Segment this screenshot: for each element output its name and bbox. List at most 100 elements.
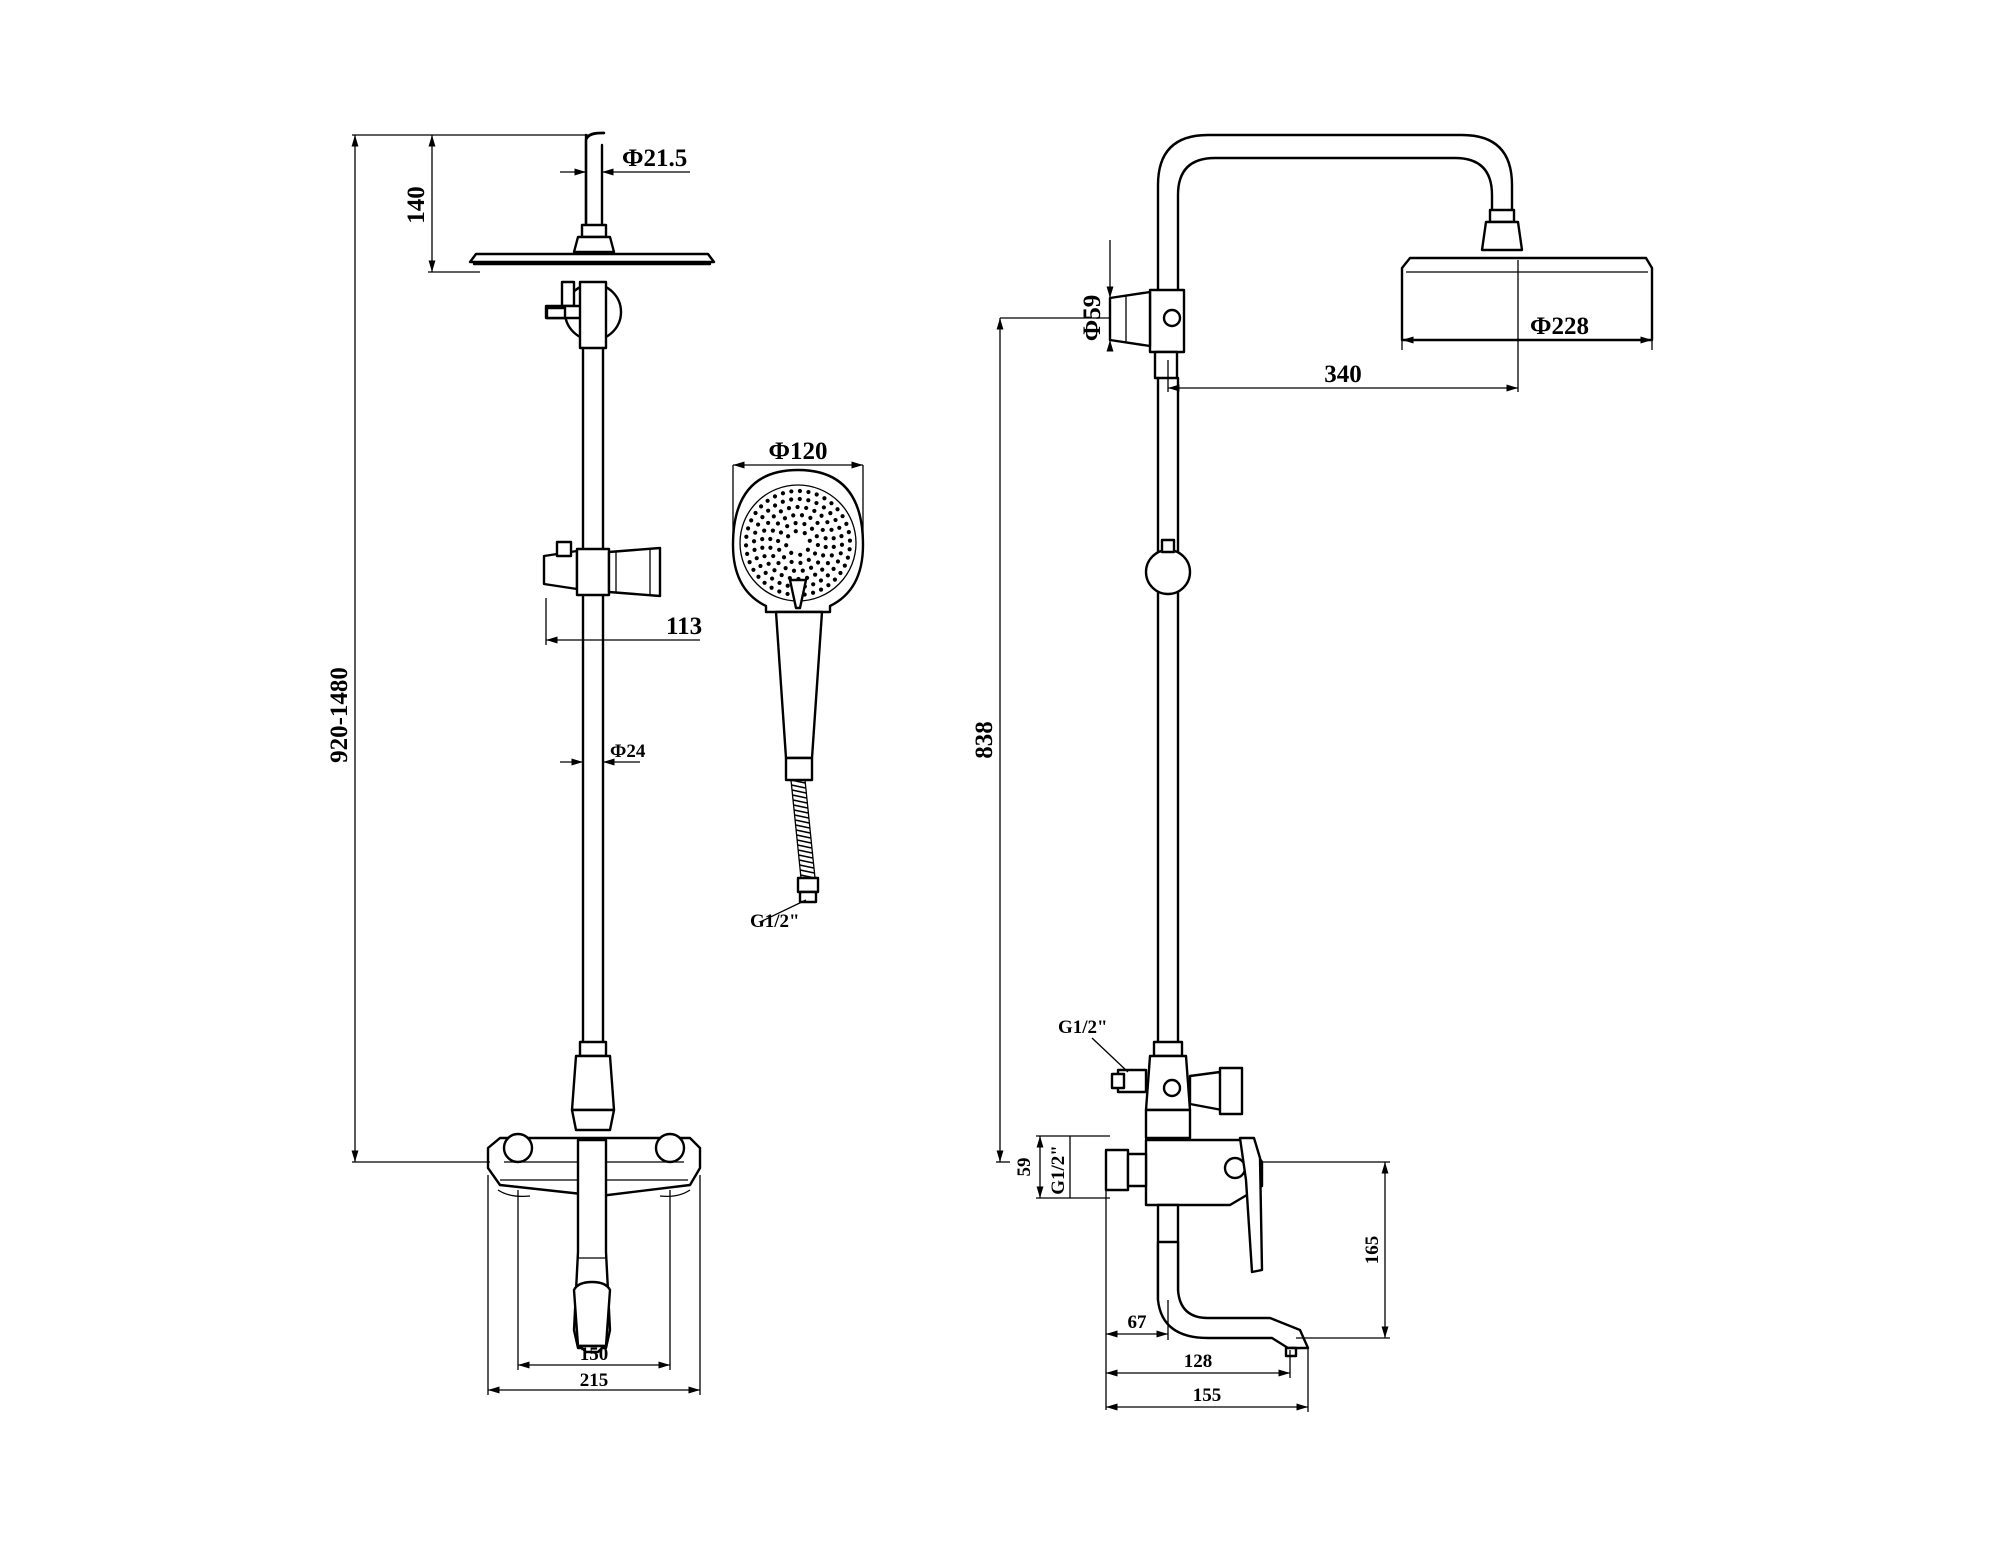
nozzle-dot (775, 521, 781, 526)
hose-segment (796, 834, 811, 839)
nozzle-dot (806, 489, 811, 495)
nozzle-dot (770, 576, 775, 581)
nozzle-dot (776, 560, 781, 566)
nozzle-dot (819, 513, 824, 518)
nozzle-dot (838, 570, 843, 576)
side-arm-reach-label: 340 (1324, 361, 1362, 388)
front-lower-nut (578, 1040, 608, 1058)
nozzle-dot (804, 505, 809, 511)
nozzle-dot (760, 537, 765, 542)
nozzle-dot (797, 496, 802, 502)
side-arm-outer (1156, 133, 1514, 292)
nozzle-dot (800, 568, 805, 573)
nozzle-dot (758, 504, 764, 509)
nozzle-dot (777, 589, 782, 594)
side-lever (1238, 1136, 1264, 1274)
nozzle-dot (832, 577, 838, 582)
nozzle-dot (777, 547, 782, 552)
nozzle-dot (802, 521, 807, 527)
hose-segment (795, 829, 811, 834)
nozzle-dot (755, 522, 761, 527)
nozzle-dot (786, 506, 792, 511)
side-spout-offset-a-label: 67 (1128, 1312, 1148, 1333)
front-slide-holder (542, 540, 662, 598)
nozzle-dot (760, 545, 765, 550)
hose-segment (790, 779, 806, 784)
hose-segment (794, 819, 810, 824)
nozzle-dot (752, 547, 757, 552)
nozzle-dot (823, 536, 828, 541)
front-diverter-pin (560, 280, 576, 308)
hose-nut (796, 876, 820, 894)
nozzle-dot (809, 526, 815, 531)
nozzle-dot (847, 538, 853, 543)
hand-shower-hose (790, 779, 816, 879)
nozzle-dot (839, 542, 845, 547)
side-spout-reach-label: 155 (1193, 1385, 1222, 1406)
nozzle-dot (782, 516, 788, 521)
side-arm-inner (1176, 156, 1494, 292)
nozzle-dot (810, 590, 816, 595)
hose-segment (791, 784, 806, 789)
nozzle-dot (842, 563, 847, 568)
nozzle-dot (829, 527, 834, 532)
nozzle-dot (814, 534, 819, 539)
front-head-drop-label: 140 (403, 186, 430, 224)
nozzle-dot (825, 573, 830, 578)
nozzle-dot (802, 530, 807, 536)
front-view (468, 131, 716, 1354)
front-elbow-nut (580, 223, 608, 239)
front-rail-diameter-label: Ф24 (610, 741, 646, 762)
nozzle-dot (777, 580, 782, 586)
nozzle-dot (778, 530, 784, 535)
side-head-diameter-label: Ф228 (1530, 313, 1589, 340)
nozzle-dot (762, 580, 767, 585)
nozzle-dot (744, 534, 749, 539)
nozzle-dot (813, 572, 818, 577)
nozzle-dot (763, 570, 768, 575)
nozzle-dot (815, 542, 820, 548)
nozzle-dot (753, 510, 758, 516)
nozzle-dot (789, 559, 794, 565)
nozzle-dot (829, 501, 834, 506)
nozzle-dot (818, 578, 824, 583)
nozzle-dot (770, 528, 775, 533)
nozzle-dot (791, 513, 796, 518)
front-head-connector (572, 235, 616, 254)
hose-segment (792, 799, 808, 804)
side-dimensions: Ф59 838 Ф228 340 G1/2" 59 G1/2" 165 (971, 240, 1653, 1412)
nozzle-dot (749, 518, 754, 523)
hose-segment (794, 814, 809, 819)
hand-shower-handle (774, 610, 824, 760)
nozzle-dot (747, 560, 752, 565)
hose-thread-label: G1/2" (750, 911, 800, 932)
nozzle-dot (839, 534, 844, 539)
nozzle-dot (828, 511, 833, 516)
nozzle-dot (821, 553, 826, 558)
nozzle-dot (823, 544, 828, 550)
nozzle-dot (789, 497, 794, 502)
hose-segment (797, 844, 812, 849)
nozzle-dot (760, 515, 765, 520)
nozzle-dot (791, 568, 797, 573)
nozzle-dot (769, 585, 774, 590)
nozzle-dot (753, 530, 758, 535)
nozzle-dot (840, 514, 845, 519)
nozzle-dot (765, 498, 770, 503)
hose-segment (798, 859, 814, 864)
nozzle-dot (846, 530, 851, 535)
front-centres-label: 150 (580, 1344, 609, 1365)
side-spout (1156, 1240, 1310, 1350)
nozzle-dot (793, 529, 798, 534)
hose-segment (796, 839, 812, 844)
hose-segment (800, 869, 815, 874)
hose-segment (792, 794, 807, 799)
nozzle-dot (766, 520, 771, 526)
hose-segment (793, 809, 809, 814)
nozzle-dot (783, 566, 788, 571)
hose-segment (799, 864, 814, 869)
nozzle-dot (785, 591, 790, 597)
nozzle-dot (806, 498, 811, 503)
nozzle-dot (811, 582, 816, 587)
nozzle-dot (778, 509, 783, 514)
